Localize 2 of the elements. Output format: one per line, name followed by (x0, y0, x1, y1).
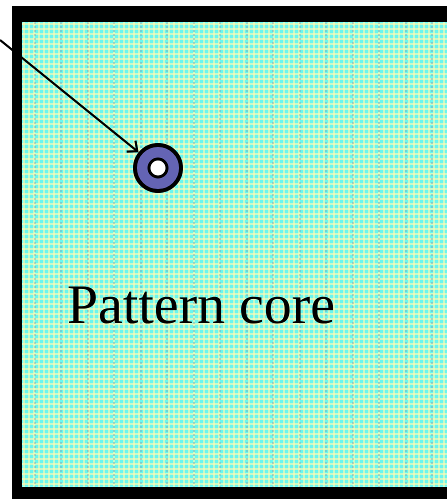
arrow (0, 39, 139, 153)
pattern-area: Pattern core (22, 22, 447, 488)
